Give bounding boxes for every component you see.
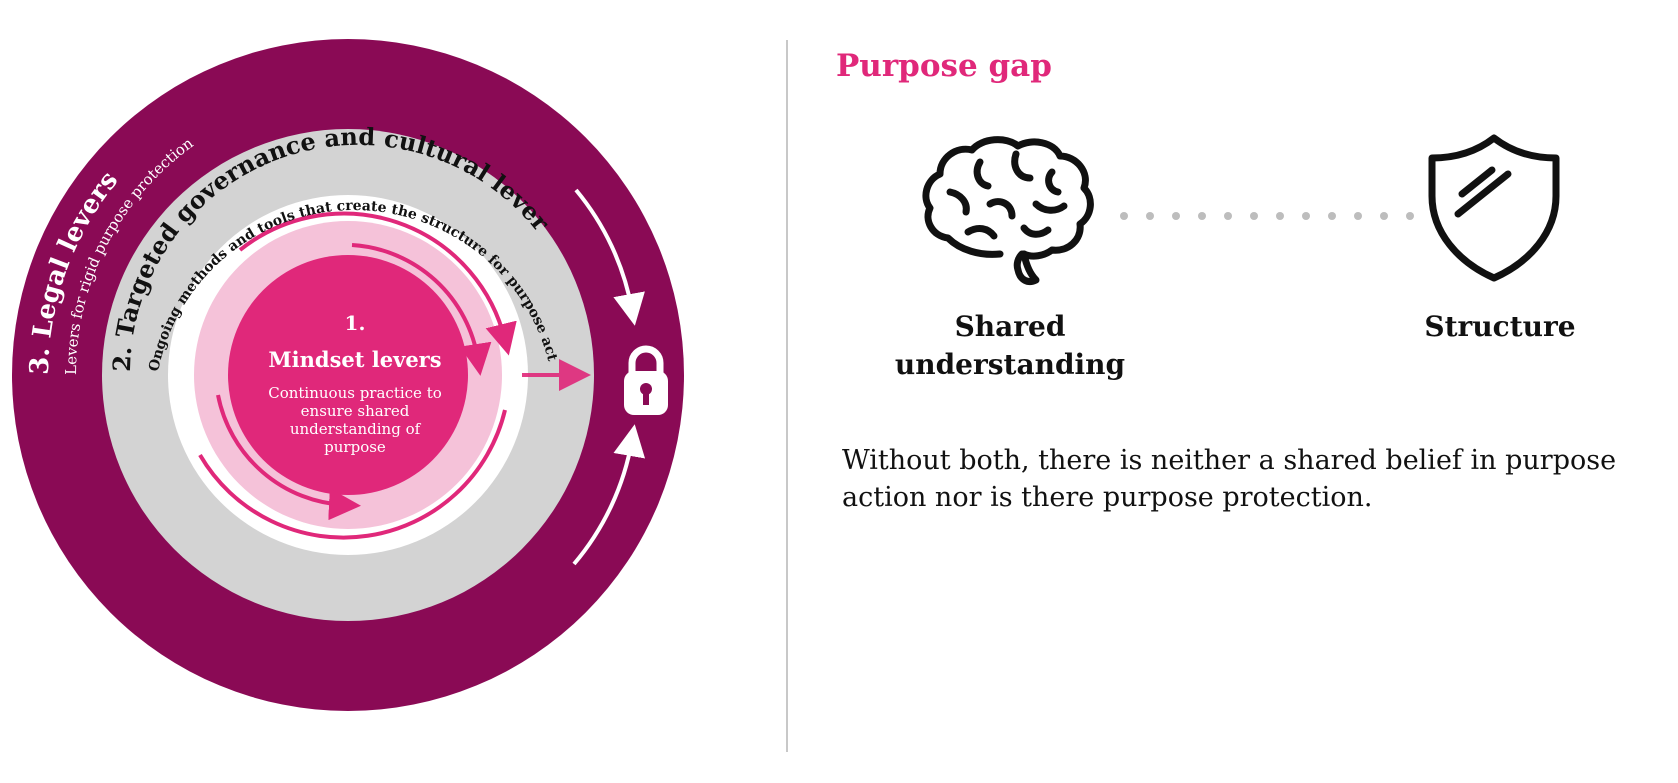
outer-arrow-bottom xyxy=(572,424,646,566)
purpose-levers-diagram: 3. Legal levers Levers for rigid purpose… xyxy=(0,0,684,711)
shield-icon xyxy=(1424,132,1564,284)
shared-understanding-label: Shared understanding xyxy=(880,308,1140,384)
lock-icon xyxy=(624,345,668,415)
cycle-arrow-inner-topright xyxy=(351,243,492,376)
section-divider xyxy=(786,40,788,752)
purpose-gap-title: Purpose gap xyxy=(836,48,1052,84)
shared-label-line-2: understanding xyxy=(894,348,1126,381)
core-description-line-4: purpose xyxy=(324,438,386,456)
outer-arrow-top xyxy=(574,188,645,326)
purpose-gap-description: Without both, there is neither a shared … xyxy=(842,445,1617,513)
core-circle xyxy=(228,255,468,495)
core-description-line-1: Continuous practice to xyxy=(268,384,442,402)
core-title: Mindset levers xyxy=(268,347,441,372)
core-description-line-2: ensure shared xyxy=(301,402,410,420)
structure-label: Structure xyxy=(1424,310,1576,343)
core-number: 1. xyxy=(345,311,366,335)
connector-dots xyxy=(1120,212,1414,220)
cycle-arrow-outer-bottom xyxy=(198,409,507,540)
shared-label-line-1: Shared xyxy=(954,310,1066,343)
cycle-arrow-inner-bottom xyxy=(216,394,361,521)
cycle-arrow-outer-top xyxy=(238,211,517,356)
core-description-line-3: understanding of xyxy=(290,420,422,438)
brain-icon xyxy=(920,132,1100,292)
